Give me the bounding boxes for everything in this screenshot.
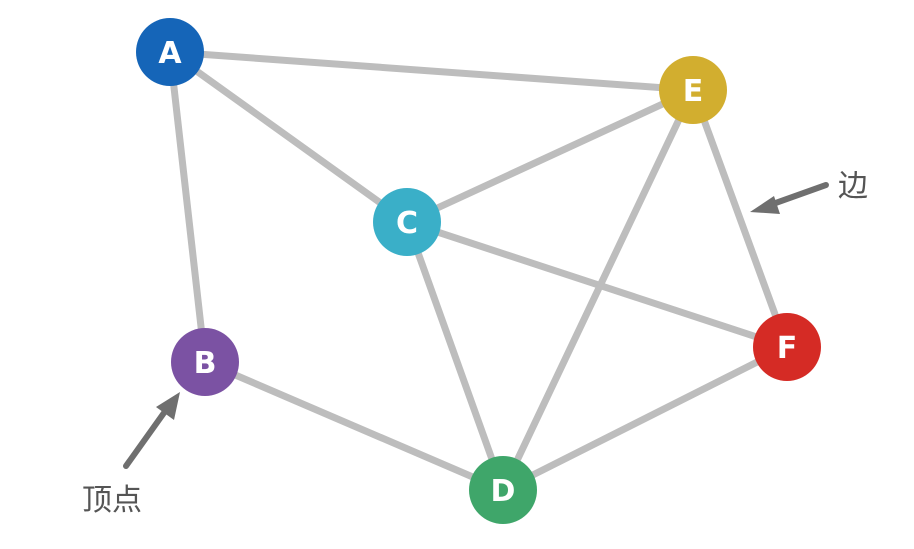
edge-a-b <box>166 48 209 366</box>
node-circle <box>171 328 239 396</box>
node-f: F <box>753 313 821 381</box>
node-label: B <box>194 346 217 381</box>
node-e: E <box>659 56 727 124</box>
node-c: C <box>373 188 441 256</box>
edge-c-e <box>403 86 697 226</box>
node-a: A <box>136 18 204 86</box>
edge-a-c <box>166 48 411 226</box>
node-label: E <box>683 74 704 109</box>
node-label: C <box>396 206 418 241</box>
node-label: A <box>158 36 182 71</box>
node-circle <box>469 456 537 524</box>
node-label: D <box>491 474 516 509</box>
edge-e-d <box>499 86 697 494</box>
node-circle <box>659 56 727 124</box>
node-label: F <box>777 331 798 366</box>
node-circle <box>373 188 441 256</box>
edge-a-e <box>166 48 697 94</box>
vertex-annotation: 顶点 <box>82 483 142 518</box>
node-b: B <box>171 328 239 396</box>
edge-annotation: 边 <box>838 169 868 204</box>
node-d: D <box>469 456 537 524</box>
node-circle <box>753 313 821 381</box>
node-circle <box>136 18 204 86</box>
edge-e-f <box>689 86 791 351</box>
edge-layer <box>166 48 791 494</box>
node-layer: A B C D E F <box>136 18 821 524</box>
vertex-arrow <box>123 392 180 469</box>
edge-d-f <box>499 343 791 494</box>
edge-arrow <box>750 182 829 214</box>
edge-c-d <box>403 218 507 494</box>
edge-b-d <box>201 358 507 494</box>
